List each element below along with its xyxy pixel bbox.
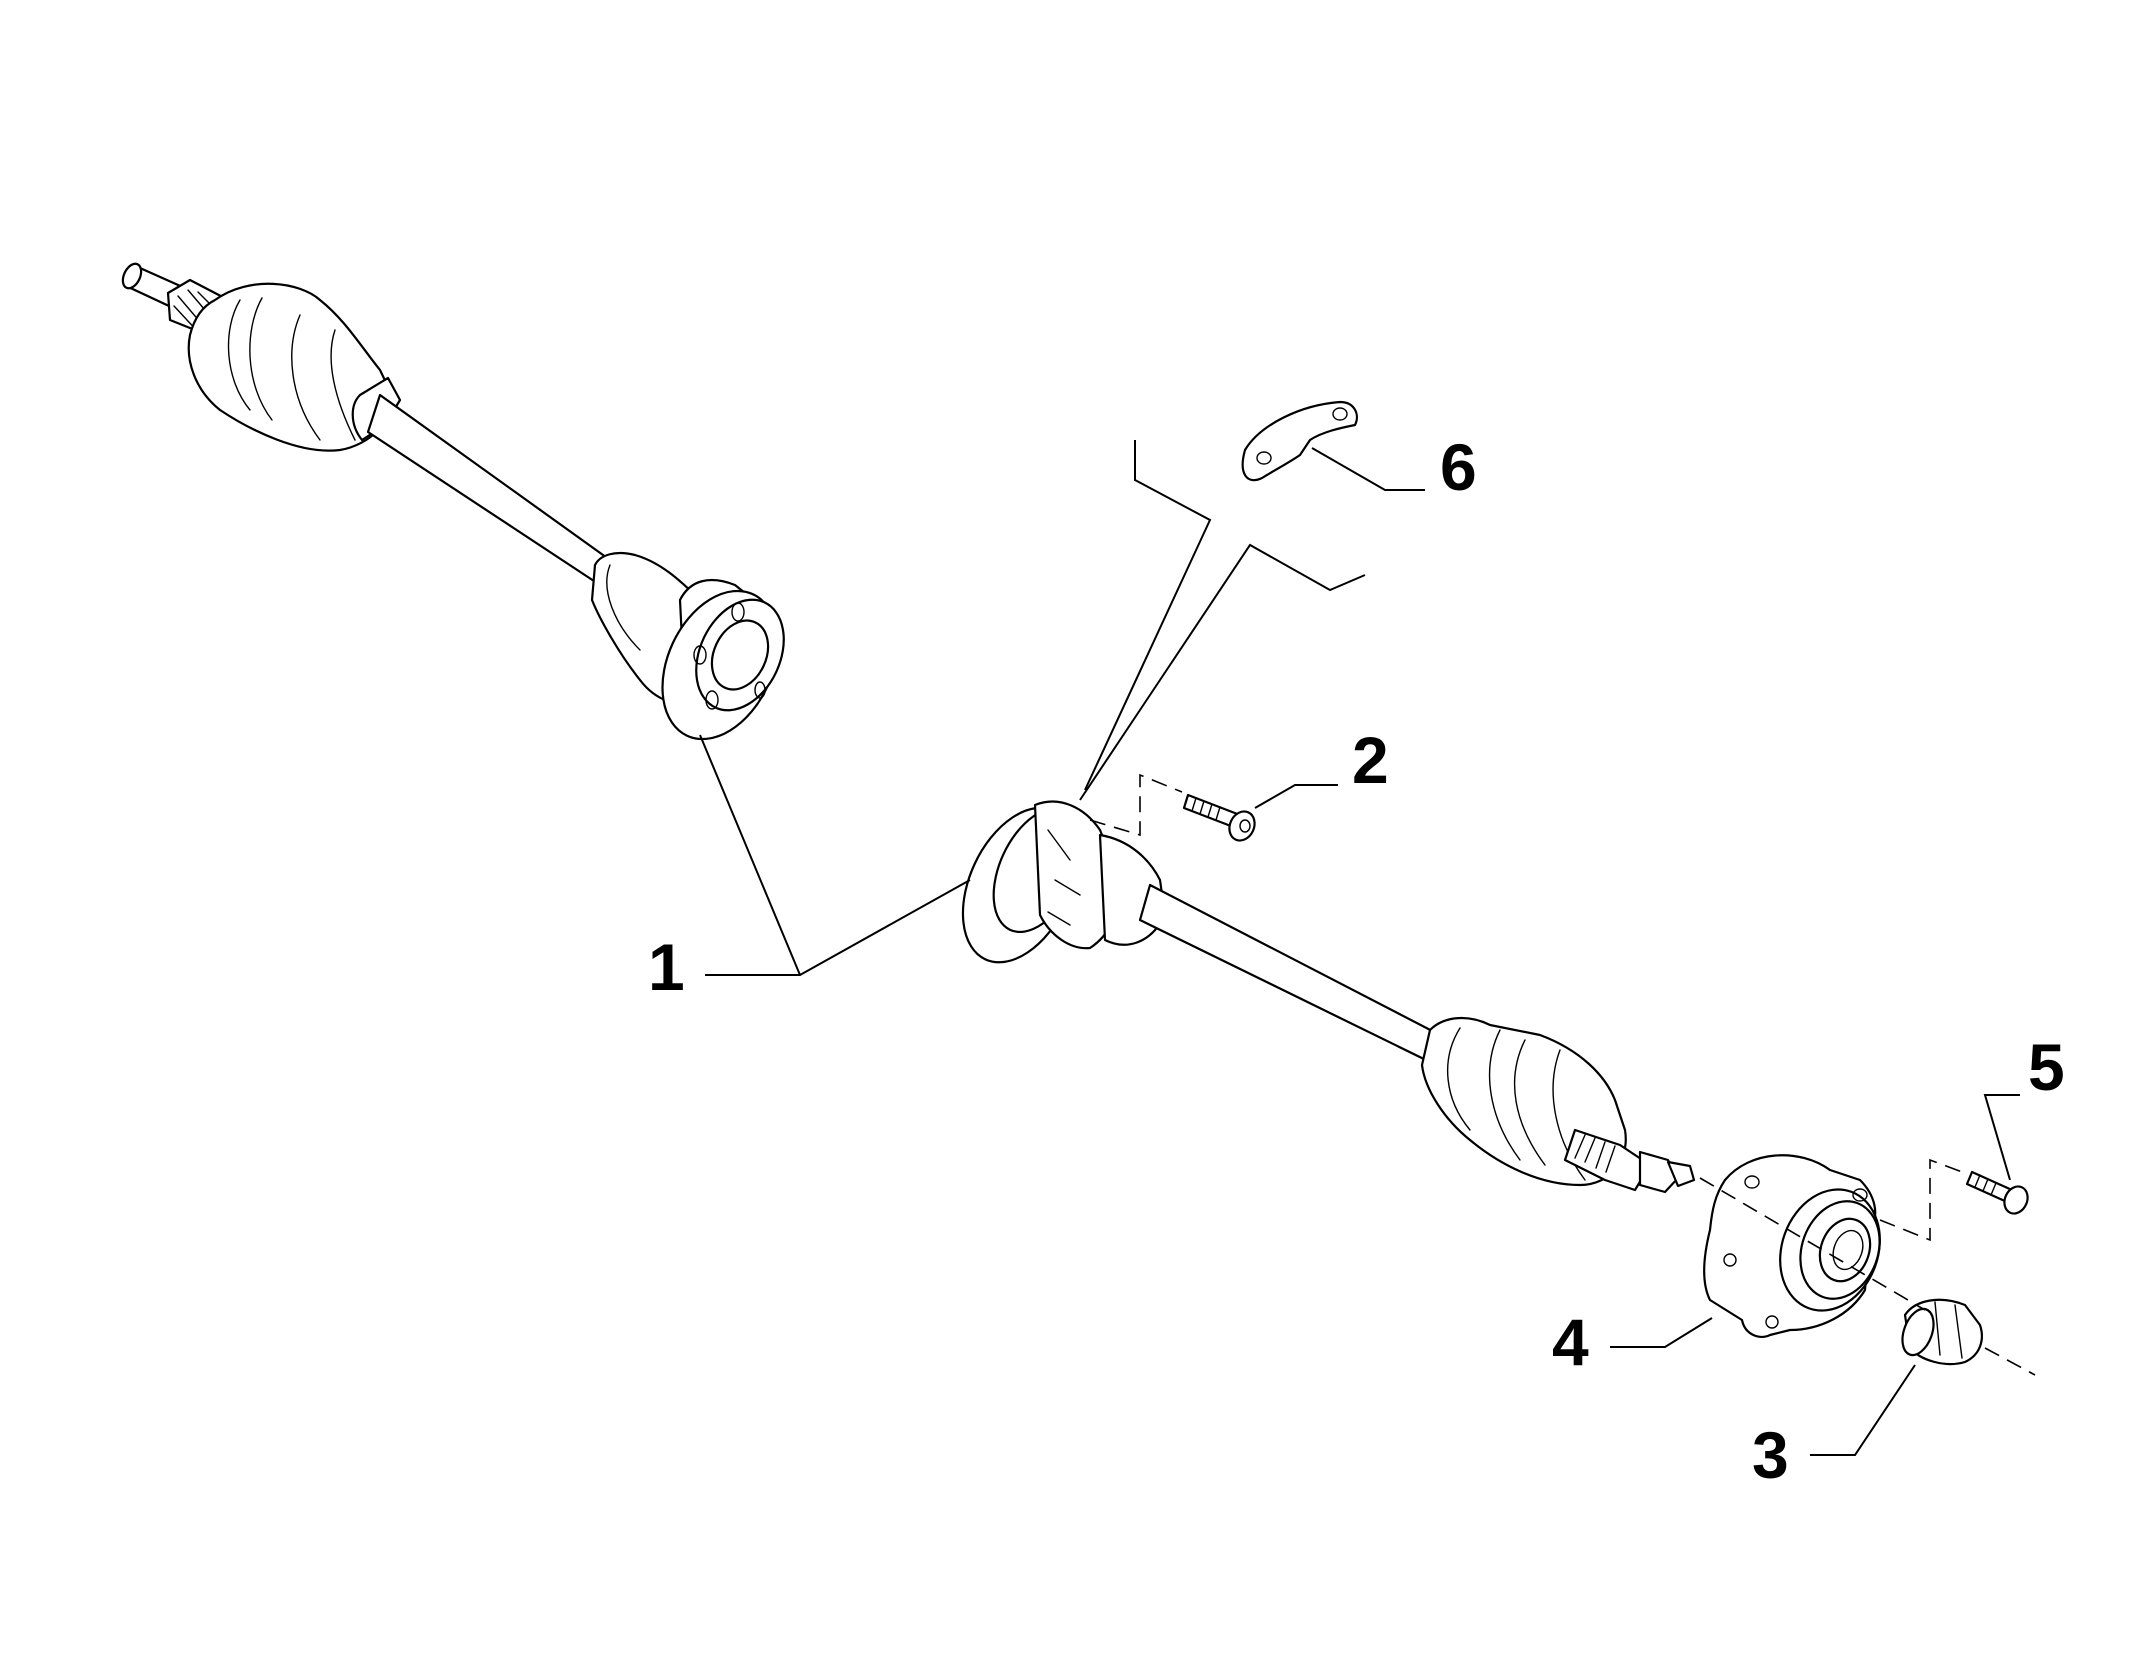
callout-labels: 1 2 3 4 5 6 [648, 430, 2065, 1492]
callout-5: 5 [2028, 1030, 2065, 1104]
callout-1: 1 [648, 930, 685, 1004]
hub-nut [1901, 1298, 1983, 1366]
left-shaft-tube [366, 393, 612, 587]
callout-4: 4 [1552, 1305, 1589, 1379]
assembly-axis-lines [1089, 773, 2036, 1376]
bolt-2 [1182, 793, 1256, 842]
left-inner-cv-joint [590, 551, 785, 741]
left-outer-cv-boot [187, 282, 402, 452]
callout-6: 6 [1440, 430, 1477, 504]
leader-1 [699, 734, 971, 976]
right-inner-cv-joint [961, 800, 1167, 964]
wheel-hub-bearing [1703, 1154, 1881, 1338]
reference-bracket [1079, 440, 1366, 801]
bolt-5 [1965, 1170, 2029, 1215]
right-shaft-tube [1138, 883, 1442, 1064]
drive-shaft-assembly [121, 262, 1696, 1194]
leader-4 [1610, 1317, 1713, 1348]
leader-5 [1983, 1094, 2020, 1181]
retaining-clip [1241, 400, 1358, 482]
callout-2: 2 [1352, 723, 1389, 797]
leader-6 [1311, 447, 1425, 491]
right-spline-stub [1563, 1128, 1696, 1194]
leader-2 [1254, 784, 1338, 809]
leader-lines [699, 447, 2020, 1456]
callout-3: 3 [1752, 1418, 1789, 1492]
leader-3 [1810, 1364, 1916, 1456]
